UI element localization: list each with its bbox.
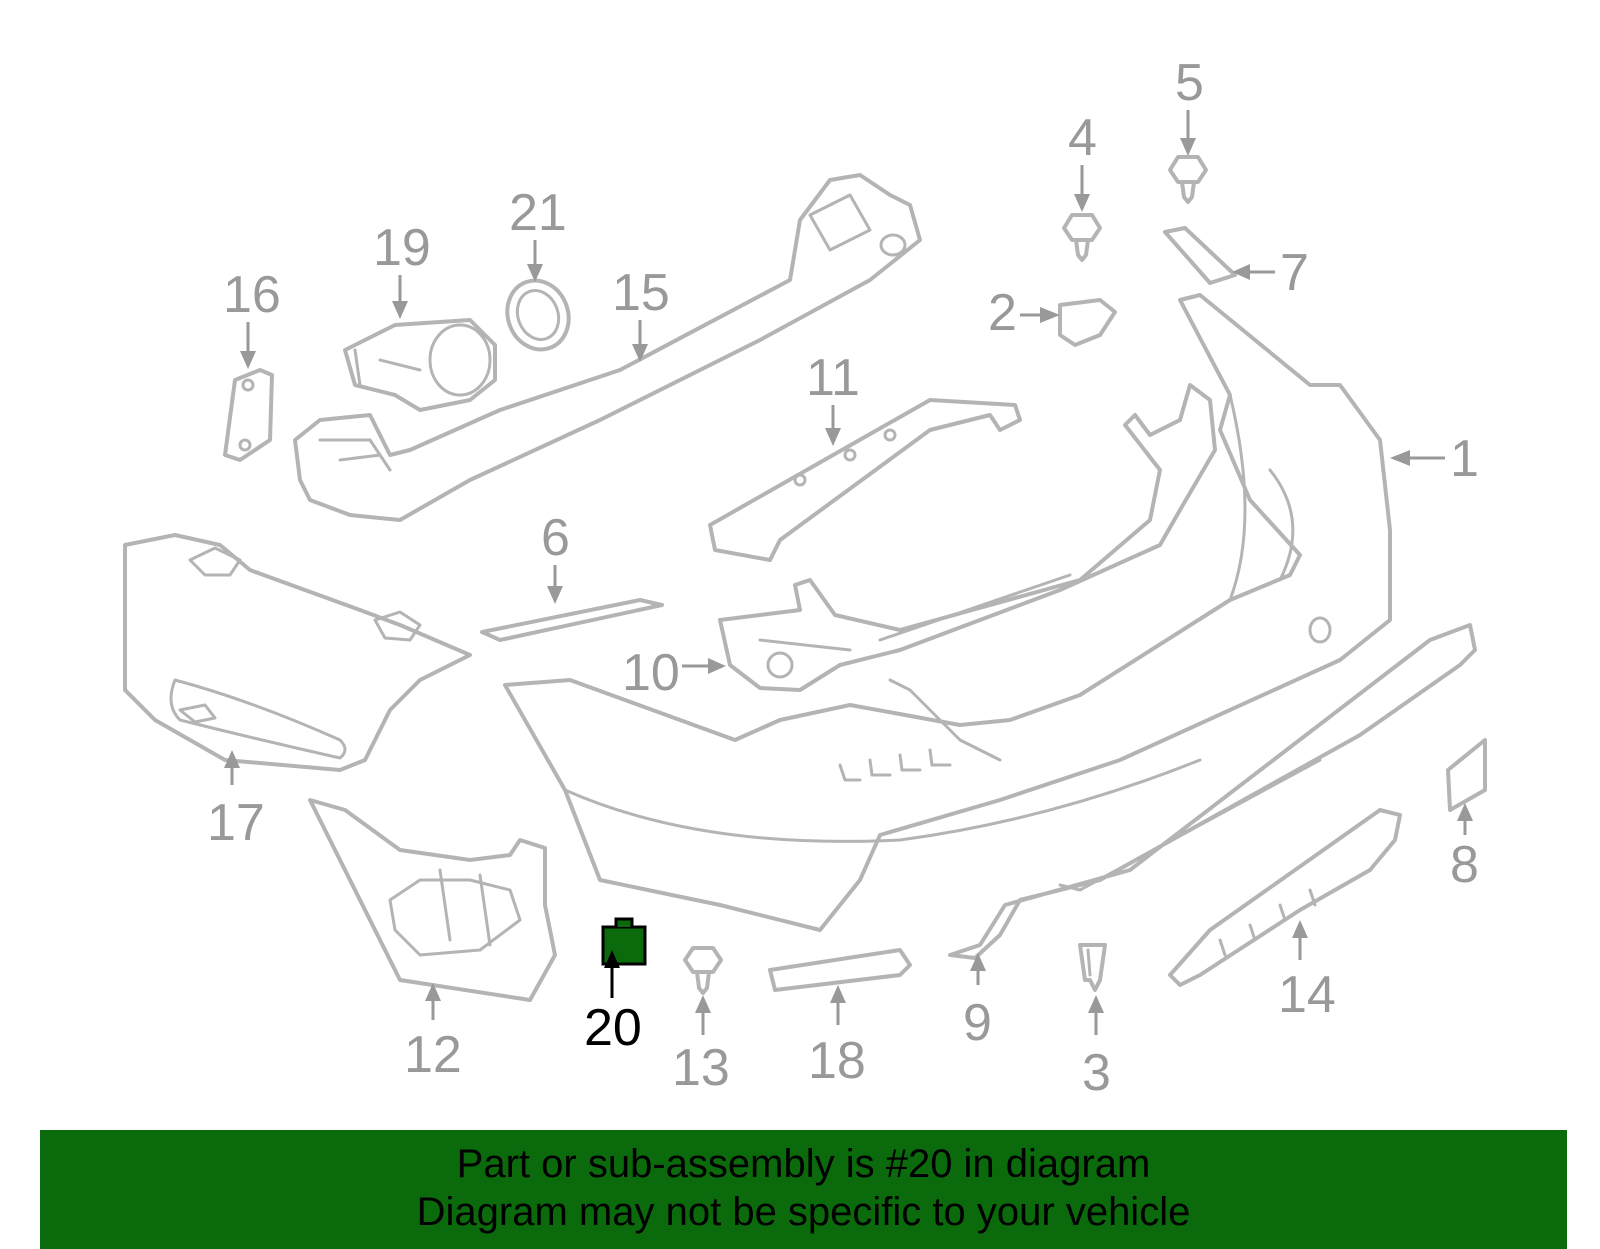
part-11-bracket <box>708 398 1022 562</box>
callout-12: 12 <box>404 983 462 1084</box>
callout-8: 8 <box>1450 803 1479 894</box>
part-7-bracket <box>1163 226 1237 285</box>
svg-text:16: 16 <box>223 266 281 324</box>
svg-text:5: 5 <box>1175 54 1204 112</box>
svg-text:3: 3 <box>1082 1044 1111 1102</box>
part-5-screw <box>1168 155 1208 204</box>
callout-11: 11 <box>806 349 860 446</box>
svg-text:8: 8 <box>1450 836 1479 894</box>
callout-6: 6 <box>541 509 570 604</box>
callout-17: 17 <box>207 750 265 852</box>
svg-text:21: 21 <box>509 184 567 242</box>
callout-13: 13 <box>672 995 730 1097</box>
callout-1: 1 <box>1390 430 1479 488</box>
part-3-clip <box>1078 943 1107 992</box>
callout-18: 18 <box>808 985 866 1090</box>
callout-3: 3 <box>1082 995 1111 1102</box>
parts-diagram: 1 2 3 4 5 6 7 8 9 10 <box>123 54 1487 1102</box>
svg-text:19: 19 <box>373 219 431 277</box>
part-16-plate <box>223 368 274 462</box>
part-17-side-panel <box>123 533 472 772</box>
part-13-bolt <box>683 946 723 995</box>
callout-7: 7 <box>1232 244 1309 302</box>
part-1-bumper-cover <box>503 293 1392 932</box>
svg-text:13: 13 <box>672 1039 730 1097</box>
part-4-screw <box>1062 213 1102 262</box>
callout-9: 9 <box>963 953 992 1052</box>
svg-text:12: 12 <box>404 1026 462 1084</box>
svg-text:2: 2 <box>988 284 1017 342</box>
svg-text:20: 20 <box>584 999 642 1057</box>
part-15-reinforcement-bar <box>293 173 922 522</box>
part-6-strip <box>480 598 664 642</box>
part-20-highlighted[interactable] <box>601 917 647 966</box>
callout-2: 2 <box>988 284 1060 342</box>
part-2-pad <box>1058 298 1117 347</box>
callout-14: 14 <box>1278 920 1336 1024</box>
banner-line-1: Part or sub-assembly is #20 in diagram <box>456 1142 1151 1186</box>
svg-text:6: 6 <box>541 509 570 567</box>
svg-text:4: 4 <box>1068 109 1097 167</box>
callout-15: 15 <box>612 264 670 362</box>
callout-20[interactable]: 20 <box>584 950 642 1057</box>
part-9-lower-trim <box>948 623 1477 960</box>
svg-text:10: 10 <box>622 644 680 702</box>
callout-21: 21 <box>509 184 567 282</box>
callout-19: 19 <box>373 219 431 319</box>
part-14-bracket <box>1168 808 1402 987</box>
info-banner: Part or sub-assembly is #20 in diagram D… <box>40 1130 1567 1249</box>
part-18-reflector <box>768 948 912 992</box>
part-21-ring <box>505 278 571 352</box>
part-10-support <box>718 383 1217 692</box>
svg-text:1: 1 <box>1450 430 1479 488</box>
callout-5: 5 <box>1175 54 1204 156</box>
svg-text:15: 15 <box>612 264 670 322</box>
svg-text:14: 14 <box>1278 966 1336 1024</box>
part-12-side-bracket <box>308 798 557 1002</box>
svg-text:9: 9 <box>963 994 992 1052</box>
callout-10: 10 <box>622 644 726 702</box>
svg-text:17: 17 <box>207 794 265 852</box>
svg-text:18: 18 <box>808 1032 866 1090</box>
callout-16: 16 <box>223 266 281 369</box>
svg-text:11: 11 <box>806 349 860 407</box>
svg-text:7: 7 <box>1280 244 1309 302</box>
callout-4: 4 <box>1068 109 1097 212</box>
part-19-sensor <box>343 318 497 412</box>
part-8-cover <box>1446 738 1487 812</box>
banner-line-2: Diagram may not be specific to your vehi… <box>416 1190 1191 1234</box>
